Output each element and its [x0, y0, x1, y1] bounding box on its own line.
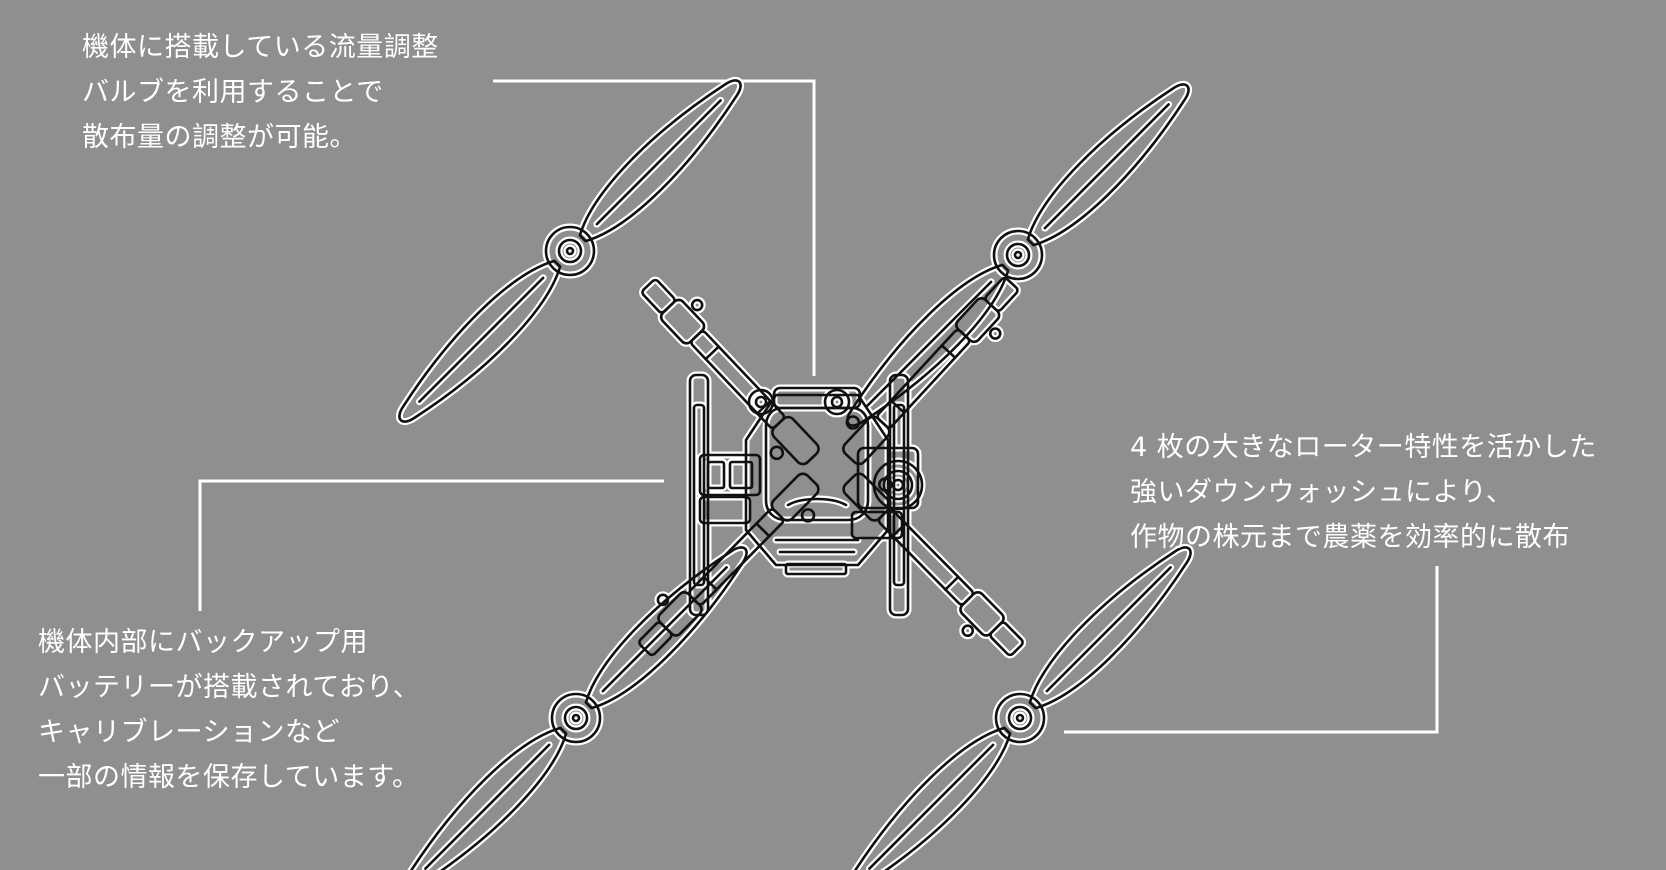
callout-backup-battery-line-1: 機体内部にバックアップ用 — [38, 620, 420, 665]
callout-flow-valve: 機体に搭載している流量調整 バルブを利用することで 散布量の調整が可能。 — [82, 25, 439, 160]
callout-backup-battery-line-4: 一部の情報を保存しています。 — [38, 755, 420, 800]
callout-downwash-line-2: 強いダウンウォッシュにより、 — [1130, 470, 1597, 515]
leader-line-backup-battery — [200, 481, 664, 611]
callout-downwash-line-3: 作物の株元まで農薬を効率的に散布 — [1130, 515, 1597, 560]
callout-backup-battery-line-2: バッテリーが搭載されており、 — [38, 665, 420, 710]
callout-downwash: 4 枚の大きなローター特性を活かした 強いダウンウォッシュにより、 作物の株元ま… — [1130, 425, 1597, 560]
callout-flow-valve-line-2: バルブを利用することで — [82, 70, 439, 115]
callout-backup-battery-line-3: キャリブレーションなど — [38, 710, 420, 755]
drone-halo — [386, 67, 1204, 870]
callout-downwash-line-1: 4 枚の大きなローター特性を活かした — [1130, 425, 1597, 470]
callout-flow-valve-line-1: 機体に搭載している流量調整 — [82, 25, 439, 70]
callout-backup-battery: 機体内部にバックアップ用 バッテリーが搭載されており、 キャリブレーションなど … — [38, 620, 420, 800]
callout-flow-valve-line-3: 散布量の調整が可能。 — [82, 115, 439, 160]
leader-line-flow-valve — [493, 81, 814, 376]
